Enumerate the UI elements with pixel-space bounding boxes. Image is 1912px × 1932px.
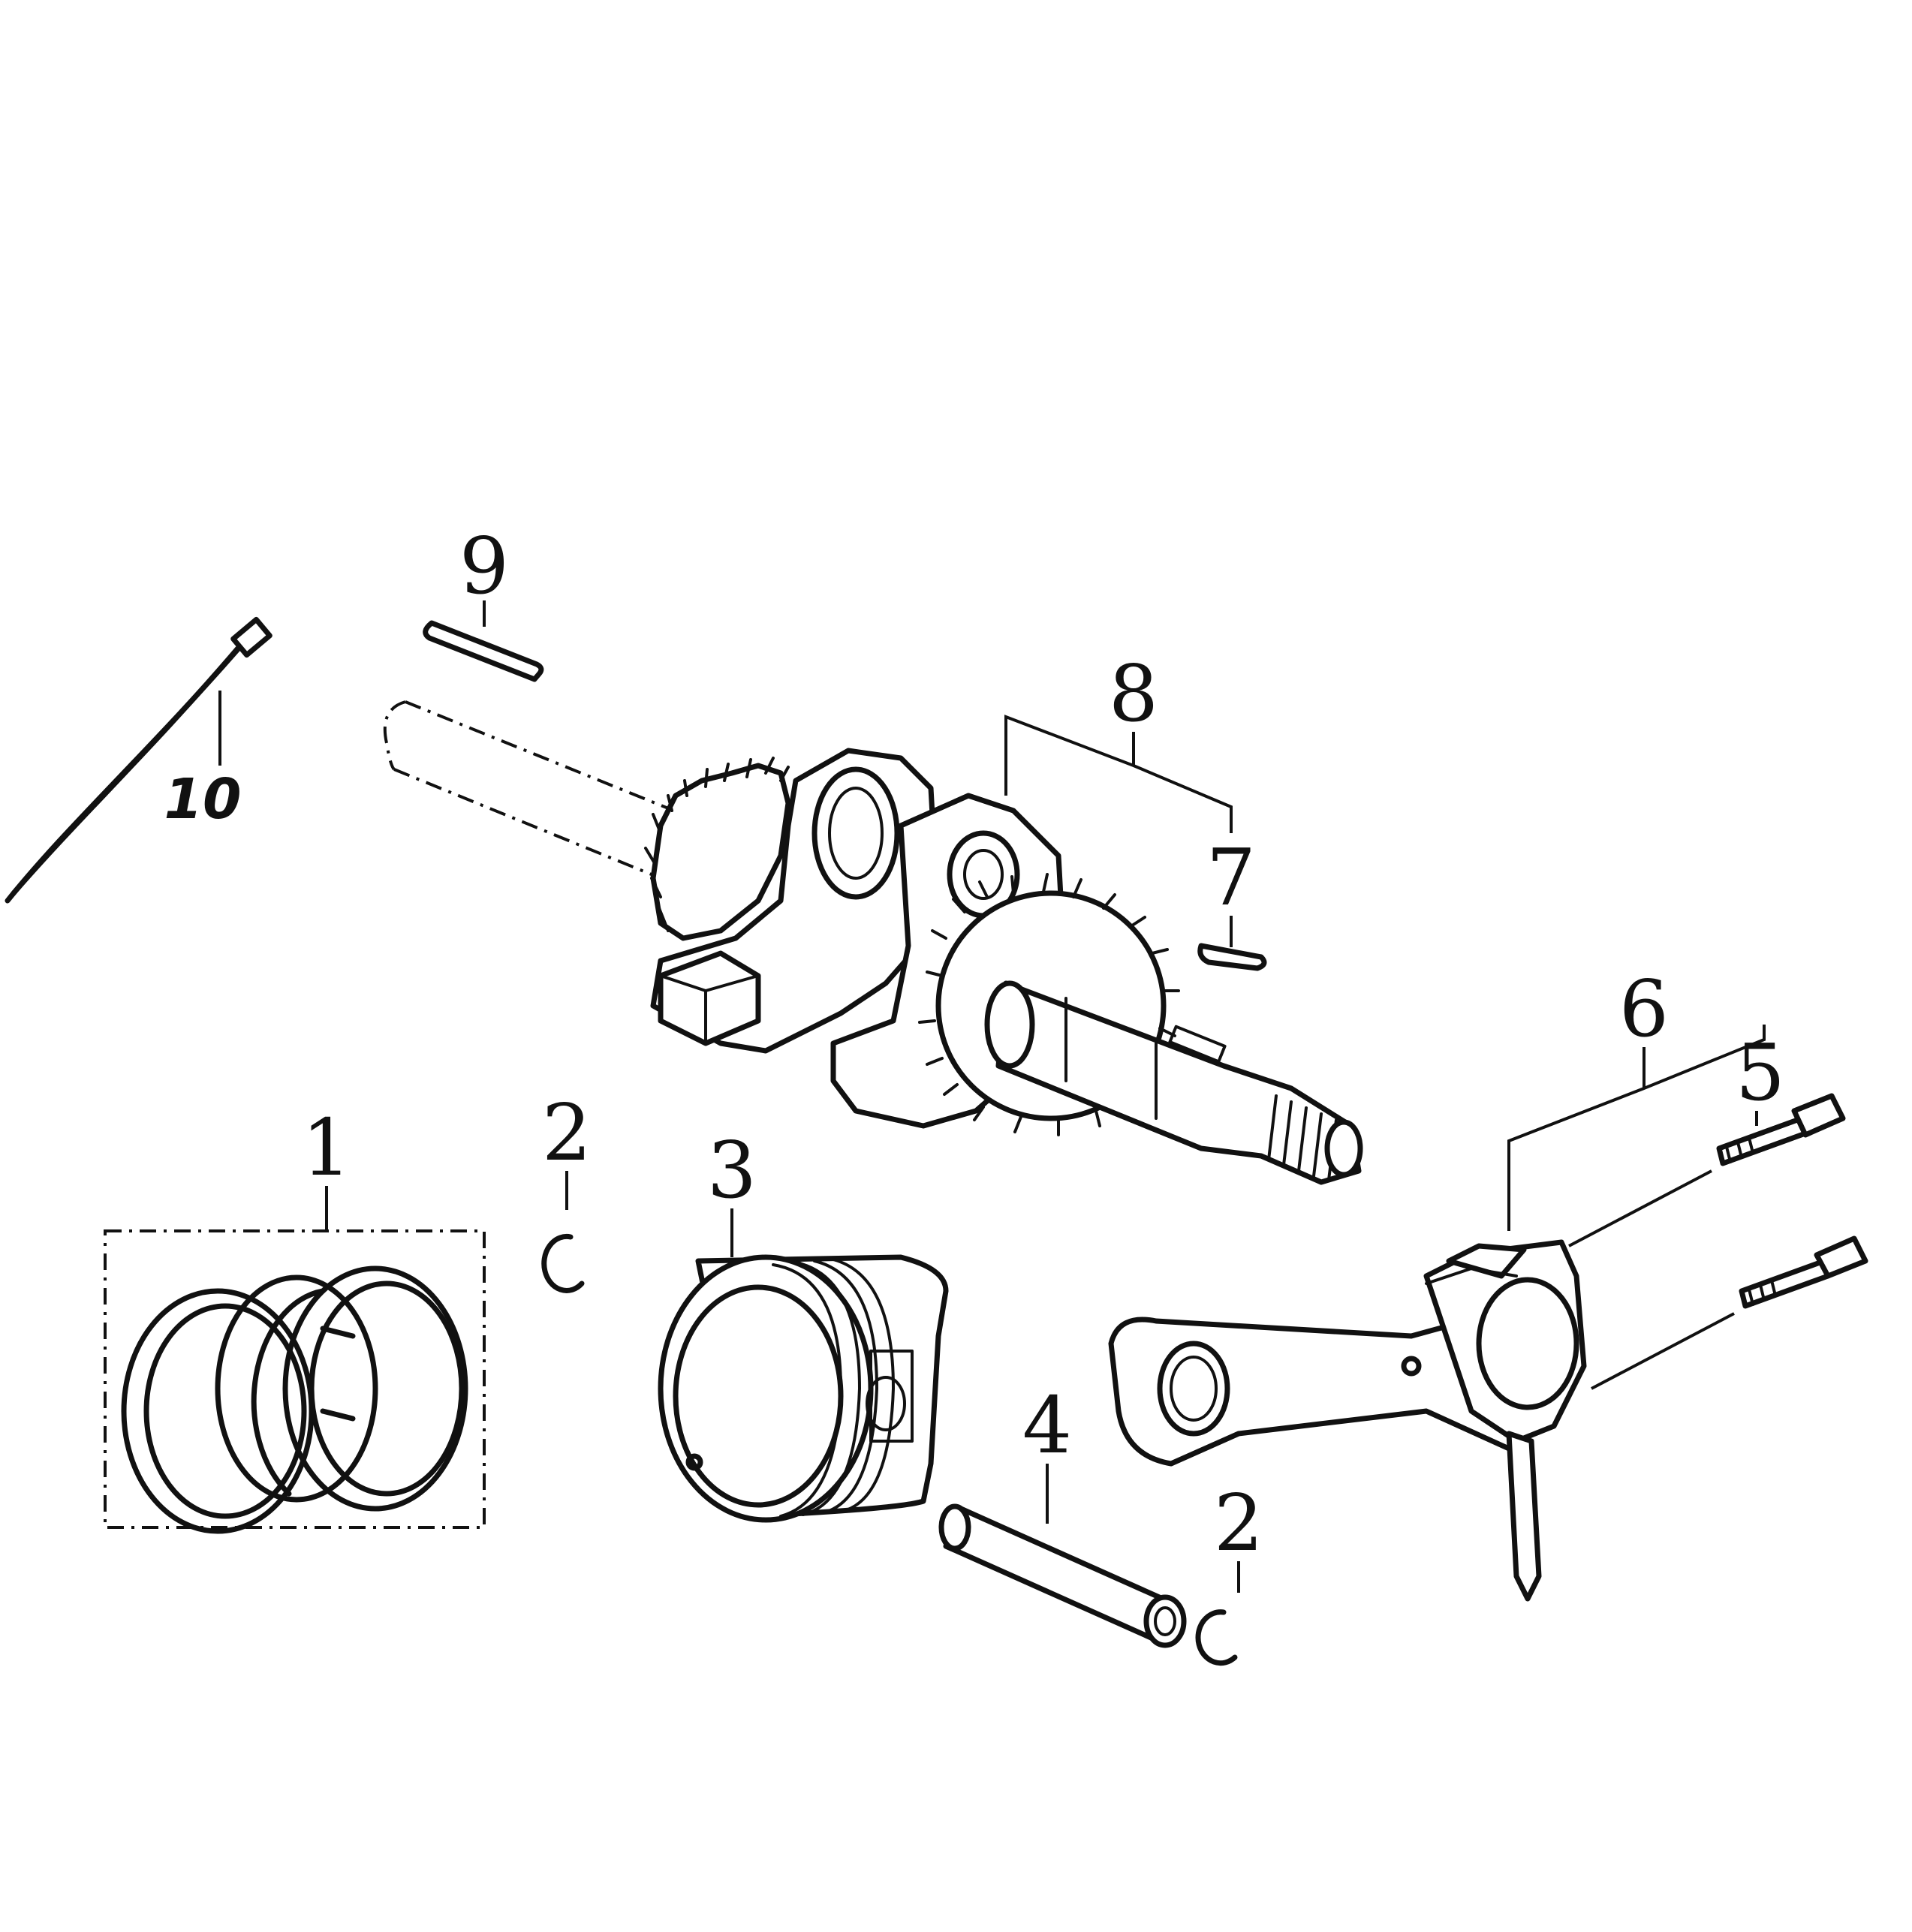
part-7-woodruff-key — [1197, 916, 1267, 971]
part-8-crankshaft — [383, 700, 1363, 1185]
callout-3: 3 — [707, 1124, 757, 1216]
callout-4: 4 — [1022, 1380, 1072, 1471]
callout-6: 6 — [1619, 963, 1669, 1055]
callout-9: 9 — [459, 520, 509, 612]
part-4-piston-pin — [938, 1464, 1187, 1648]
part-6-connecting-rod — [1108, 1025, 1766, 1602]
callout-1: 1 — [302, 1102, 351, 1193]
callout-7: 7 — [1206, 832, 1256, 923]
callout-5: 5 — [1736, 1027, 1785, 1118]
part-2-circlip-upper — [541, 1171, 585, 1293]
part-5-bolt-upper — [1568, 1093, 1846, 1247]
callout-2-upper: 2 — [542, 1087, 592, 1178]
timing-gear-left — [644, 757, 791, 941]
part-5-bolt-lower — [1591, 1235, 1868, 1390]
part-1-piston-rings — [104, 1186, 486, 1534]
callout-2-lower: 2 — [1214, 1477, 1263, 1569]
callout-8: 8 — [1109, 648, 1158, 739]
part-10-wire — [5, 616, 272, 904]
part-9-key — [423, 600, 544, 682]
callout-10: 10 — [164, 767, 242, 832]
part-3-piston — [658, 1208, 949, 1523]
part-2-circlip-lower — [1195, 1561, 1240, 1666]
